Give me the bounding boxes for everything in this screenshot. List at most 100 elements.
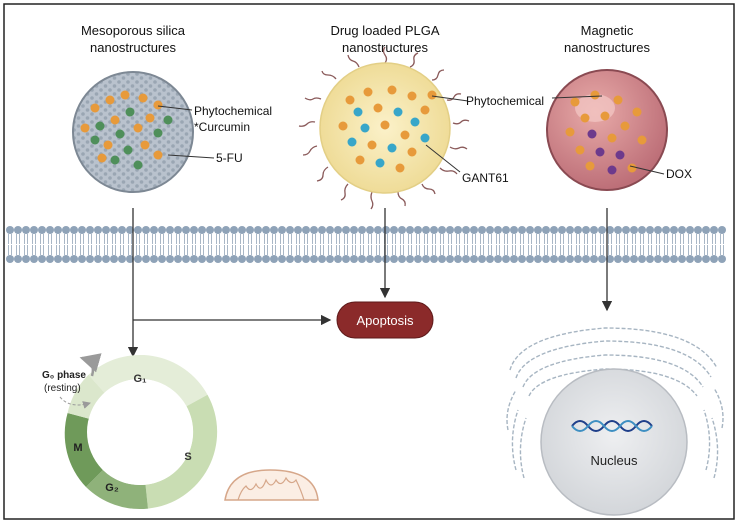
lipid-head: [102, 255, 110, 263]
lipid-head: [286, 255, 294, 263]
lipid-head: [374, 226, 382, 234]
lipid-head: [454, 255, 462, 263]
lipid-head: [558, 226, 566, 234]
lipid-head: [214, 255, 222, 263]
lipid-head: [438, 255, 446, 263]
lipid-head: [510, 226, 518, 234]
lipid-head: [494, 255, 502, 263]
phytochemical-leader-silica: [157, 105, 193, 111]
lipid-head: [446, 255, 454, 263]
lipid-head: [606, 226, 614, 234]
gant61-leader: [425, 144, 461, 173]
lipid-head: [534, 255, 542, 263]
lipid-head: [694, 226, 702, 234]
lipid-head: [150, 255, 158, 263]
lipid-head: [670, 226, 678, 234]
lipid-head: [110, 255, 118, 263]
svg-text:Mesoporous silica: Mesoporous silica: [81, 23, 186, 38]
lipid-head: [542, 255, 550, 263]
lipid-head: [62, 226, 70, 234]
apoptosis-label: Apoptosis: [356, 313, 414, 328]
lipid-head: [246, 255, 254, 263]
phytochemical-label-plga: Phytochemical: [466, 94, 544, 108]
lipid-head: [134, 226, 142, 234]
lipid-head: [486, 255, 494, 263]
g0-phase-label: G₀ phase: [42, 370, 86, 381]
lipid-head: [126, 226, 134, 234]
lipid-head: [502, 255, 510, 263]
lipid-head: [382, 226, 390, 234]
lipid-head: [470, 255, 478, 263]
plga-nanoparticle: [298, 46, 470, 210]
lipid-head: [318, 226, 326, 234]
lipid-head: [342, 226, 350, 234]
lipid-head: [662, 255, 670, 263]
lipid-head: [166, 226, 174, 234]
lipid-head: [246, 226, 254, 234]
dox-label: DOX: [666, 167, 692, 181]
lipid-head: [398, 226, 406, 234]
lipid-head: [70, 255, 78, 263]
lipid-head: [238, 226, 246, 234]
lipid-head: [566, 255, 574, 263]
lipid-head: [406, 255, 414, 263]
lipid-head: [654, 255, 662, 263]
lipid-head: [286, 226, 294, 234]
lipid-head: [38, 226, 46, 234]
lipid-head: [94, 226, 102, 234]
mitochondrion: [224, 469, 319, 501]
phytochemical-leader-plga: [431, 95, 469, 102]
lipid-head: [14, 255, 22, 263]
lipid-head: [254, 255, 262, 263]
lipid-head: [278, 255, 286, 263]
lipid-head: [710, 226, 718, 234]
lipid-head: [358, 255, 366, 263]
lipid-head: [206, 255, 214, 263]
lipid-head: [310, 226, 318, 234]
lipid-head: [710, 255, 718, 263]
lipid-head: [94, 255, 102, 263]
lipid-head: [582, 226, 590, 234]
svg-text:nanostructures: nanostructures: [564, 40, 650, 55]
lipid-head: [558, 255, 566, 263]
svg-text:Magnetic: Magnetic: [581, 23, 634, 38]
lipid-head: [46, 226, 54, 234]
lipid-head: [294, 226, 302, 234]
lipid-head: [622, 255, 630, 263]
g0-entry-arrow: [79, 353, 102, 377]
lipid-head: [206, 226, 214, 234]
plga-drug-particles: [338, 85, 437, 173]
five-fu-label: 5-FU: [216, 151, 243, 165]
lipid-head: [294, 255, 302, 263]
lipid-head: [150, 226, 158, 234]
magnetic-title: Magnetic nanostructures: [564, 23, 650, 55]
lipid-head: [54, 226, 62, 234]
lipid-head: [414, 255, 422, 263]
lipid-head: [214, 226, 222, 234]
lipid-head: [686, 226, 694, 234]
lipid-head: [678, 255, 686, 263]
lipid-head: [702, 226, 710, 234]
lipid-head: [326, 255, 334, 263]
lipid-head: [158, 255, 166, 263]
lipid-head: [190, 226, 198, 234]
lipid-head: [166, 255, 174, 263]
m-segment: [64, 413, 103, 487]
lipid-head: [70, 226, 78, 234]
g1-segment: [88, 354, 208, 407]
lipid-head: [102, 226, 110, 234]
lipid-head: [86, 226, 94, 234]
lipid-head: [142, 255, 150, 263]
lipid-head: [198, 226, 206, 234]
lipid-head: [30, 255, 38, 263]
lipid-head: [310, 255, 318, 263]
lipid-head: [606, 255, 614, 263]
lipid-head: [54, 255, 62, 263]
lipid-head: [678, 226, 686, 234]
lipid-head: [198, 255, 206, 263]
g1-extra-segment: [67, 374, 105, 419]
lipid-head: [462, 255, 470, 263]
g1-label: G₁: [133, 373, 147, 385]
lipid-head: [526, 226, 534, 234]
lipid-head: [438, 226, 446, 234]
